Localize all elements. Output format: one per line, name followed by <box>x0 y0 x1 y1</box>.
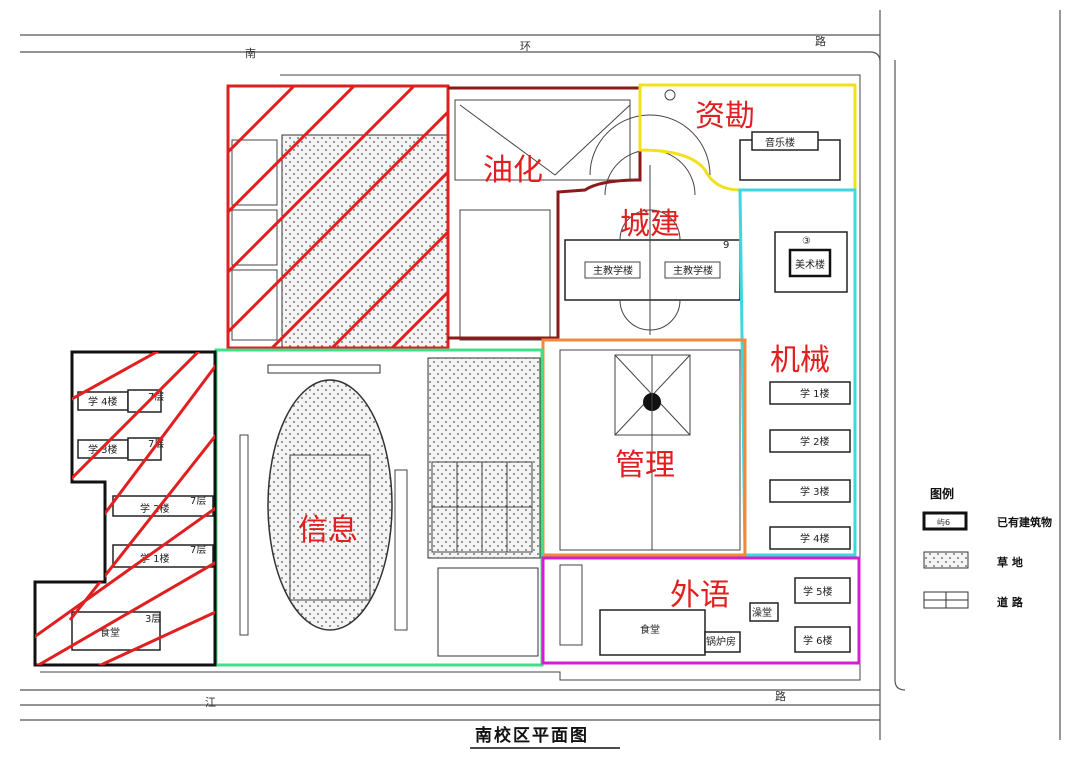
road-name-char: 环 <box>520 40 531 53</box>
road-name-char: 南 <box>245 47 256 60</box>
legend-label: 已有建筑物 <box>997 515 1052 529</box>
road-name-char: 江 <box>205 696 216 709</box>
zone-labels: 油化 资勘 城建 机械 管理 信息 外语 <box>298 99 830 613</box>
building-label: 食堂 <box>640 623 660 636</box>
zone-label-jixie: 机械 <box>770 343 830 378</box>
building-label: 学 4楼 <box>88 395 118 408</box>
legend-label: 道 路 <box>997 595 1024 609</box>
road-name-char: 路 <box>815 35 826 48</box>
building-label: 美术楼 <box>795 258 825 271</box>
left-dorms: 学 4楼 学 3楼 学 2楼 学 1楼 7层 7层 7层 7层 食堂 3层 <box>71 389 214 651</box>
zone-label-zikan: 资勘 <box>695 99 755 134</box>
zone-label-waiyu: 外语 <box>670 578 730 613</box>
plaza <box>559 349 741 551</box>
building-label: 学 2楼 <box>800 435 830 448</box>
building-label: 主教学楼 <box>593 264 633 277</box>
building-label: 学 1楼 <box>800 387 830 400</box>
building-number: 9 <box>723 240 729 251</box>
hatched-area-west <box>35 352 215 665</box>
building-label: 主教学楼 <box>673 264 713 277</box>
building-label: 食堂 <box>100 626 120 639</box>
floor-count: 7层 <box>190 544 206 556</box>
building-label: 学 3楼 <box>88 443 118 456</box>
campus-boundary <box>40 74 861 681</box>
zone-boundaries <box>33 83 861 667</box>
zone-label-youhua: 油化 <box>483 153 543 188</box>
map-title: 南校区平面图 <box>475 725 589 746</box>
zone-label-guanli: 管理 <box>615 448 675 483</box>
building-label: 澡堂 <box>752 607 772 619</box>
nw-block <box>231 99 631 341</box>
building-label: 学 6楼 <box>803 634 833 647</box>
floor-count: 7层 <box>190 495 206 507</box>
south-block: 食堂 锅炉房 澡堂 <box>559 564 779 656</box>
legend: 图例 屿6 已有建筑物 草 地 道 路 <box>922 486 1052 609</box>
legend-sample: 屿6 <box>937 518 950 527</box>
legend-road-swatch <box>923 591 969 609</box>
building-label: 音乐楼 <box>765 136 795 149</box>
legend-label: 草 地 <box>997 555 1023 569</box>
roads: 南 环 路 江 路 <box>20 10 1061 740</box>
building-label: 锅炉房 <box>706 635 736 648</box>
legend-title: 图例 <box>930 486 954 501</box>
track-field <box>239 434 533 636</box>
grass-areas <box>267 134 541 657</box>
hatched-area-north <box>228 86 448 348</box>
main-building: 主教学楼 主教学楼 9 <box>564 114 741 335</box>
small-courts <box>431 461 533 553</box>
zone-label-chengjian: 城建 <box>620 207 680 242</box>
legend-building-swatch <box>922 511 968 531</box>
building-label: 学 5楼 <box>803 585 833 598</box>
floor-count: 3层 <box>145 613 161 625</box>
music-art: 音乐楼 美术楼 ③ <box>664 89 848 293</box>
legend-grass-swatch <box>923 551 969 569</box>
right-dorms: 学 1楼 学 2楼 学 3楼 学 4楼 学 5楼 学 6楼 <box>769 381 851 653</box>
zone-label-xinxi: 信息 <box>298 513 358 548</box>
building-label: 学 4楼 <box>800 532 830 545</box>
building-label: 学 3楼 <box>800 485 830 498</box>
road-name-char: 路 <box>775 690 786 703</box>
building-number: ③ <box>802 236 811 247</box>
